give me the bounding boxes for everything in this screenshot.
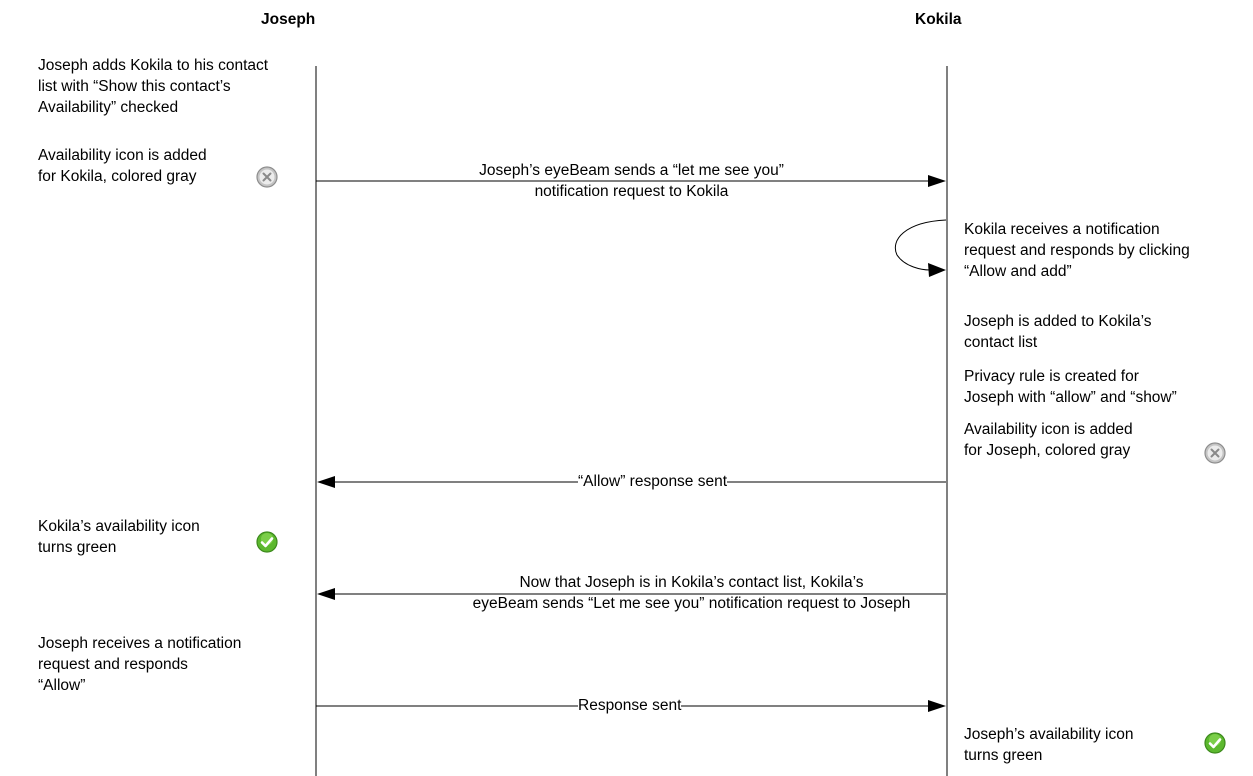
note-joseph-add-contact: Joseph adds Kokila to his contact list w…	[38, 57, 269, 116]
participant-joseph: Joseph	[261, 11, 316, 28]
msg-allow-response: “Allow” response sent	[578, 473, 728, 491]
arrowhead-2	[317, 476, 335, 488]
note-joseph-icon-green: Joseph’s availability icon turns green	[964, 726, 1134, 764]
note-kokila-receives: Kokila receives a notification request a…	[964, 221, 1190, 280]
arrowhead-3	[317, 588, 335, 600]
self-loop-kokila	[894, 219, 947, 271]
msg-response-sent: Response sent	[578, 697, 682, 715]
note-privacy-rule: Privacy rule is created for Joseph with …	[964, 368, 1177, 406]
note-joseph-added: Joseph is added to Kokila’s contact list	[964, 313, 1152, 351]
arrowhead-1	[928, 175, 946, 187]
note-icon-added-joseph: Availability icon is added for Joseph, c…	[964, 421, 1133, 459]
availability-green-icon	[256, 531, 278, 553]
participant-kokila: Kokila	[915, 11, 962, 28]
arrowhead-4	[928, 700, 946, 712]
self-loop-arrowhead	[928, 263, 946, 277]
note-kokila-icon-green: Kokila’s availability icon turns green	[38, 518, 200, 556]
availability-gray-icon	[256, 166, 278, 188]
msg-let-me-see-you-2: Now that Joseph is in Kokila’s contact l…	[472, 574, 911, 612]
note-icon-added-kokila: Availability icon is added for Kokila, c…	[38, 147, 207, 185]
availability-gray-icon	[1204, 442, 1226, 464]
note-joseph-receives: Joseph receives a notification request a…	[38, 635, 242, 694]
msg-let-me-see-you-1: Joseph’s eyeBeam sends a “let me see you…	[479, 162, 784, 200]
availability-green-icon	[1204, 732, 1226, 754]
